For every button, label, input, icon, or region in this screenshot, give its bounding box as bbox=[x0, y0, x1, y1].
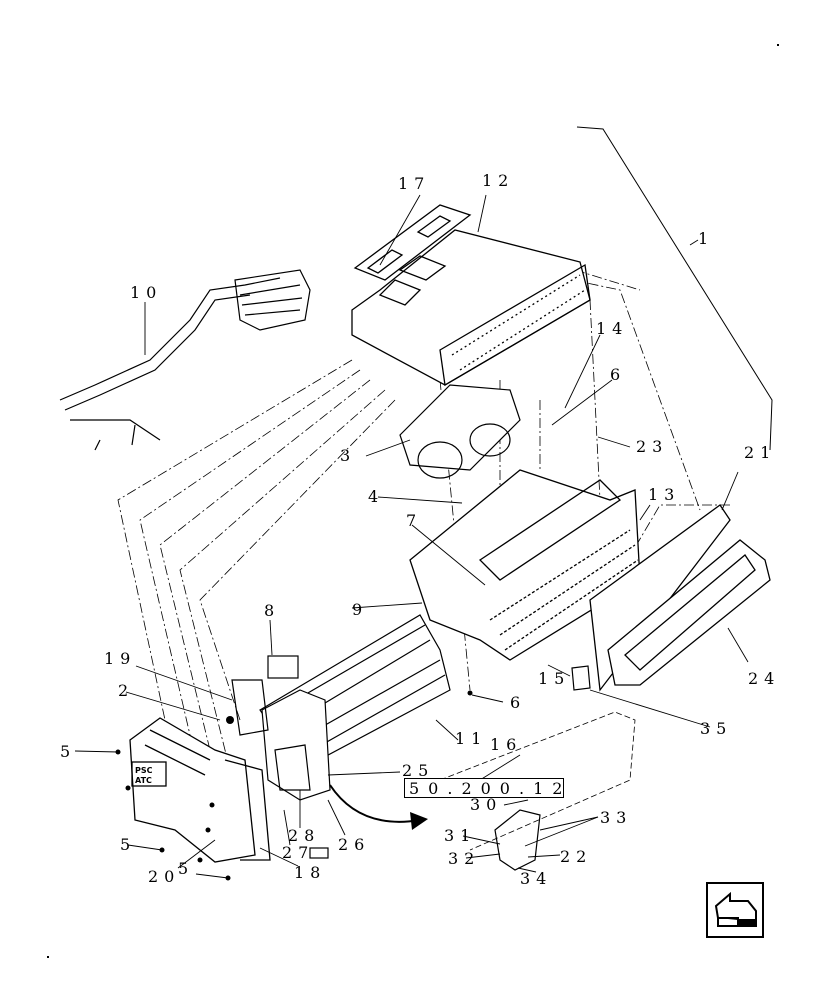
callout-13: 13 bbox=[648, 485, 681, 504]
callout-20: 20 bbox=[148, 867, 181, 886]
block-35 bbox=[571, 665, 591, 691]
detail-arrow bbox=[329, 784, 421, 823]
clamp-19 bbox=[231, 679, 269, 736]
upper-housing bbox=[351, 229, 591, 387]
callout-9: 9 bbox=[352, 600, 369, 619]
reference-link-box[interactable]: 50.200.12 bbox=[404, 778, 564, 798]
control-panel-label-psc: PSC bbox=[135, 766, 153, 775]
corner-mark bbox=[47, 956, 49, 958]
callout-19: 19 bbox=[104, 649, 137, 668]
callout-12: 12 bbox=[482, 171, 515, 190]
callout-23: 23 bbox=[636, 437, 669, 456]
next-page-button[interactable] bbox=[706, 882, 764, 938]
callout-21: 21 bbox=[744, 443, 777, 462]
callout-6b: 6 bbox=[510, 693, 527, 712]
callout-27: 27 bbox=[282, 843, 315, 862]
callout-14: 14 bbox=[596, 319, 629, 338]
callout-8: 8 bbox=[264, 601, 281, 620]
callout-25: 25 bbox=[402, 761, 435, 780]
callout-34: 34 bbox=[520, 869, 553, 888]
callout-16: 16 bbox=[490, 735, 523, 754]
callout-11: 11 bbox=[455, 729, 488, 748]
next-page-arrow-icon bbox=[714, 891, 757, 927]
callout-17: 17 bbox=[398, 174, 431, 193]
leader-lines bbox=[74, 194, 749, 879]
sensor-assembly bbox=[494, 809, 541, 871]
corner-mark bbox=[777, 44, 779, 46]
duct-outline bbox=[439, 711, 636, 851]
control-panel bbox=[129, 717, 271, 863]
callout-5b: 5 bbox=[120, 835, 137, 854]
callout-31: 31 bbox=[444, 826, 477, 845]
callout-2: 2 bbox=[118, 681, 135, 700]
screws bbox=[115, 690, 473, 881]
callout-32: 32 bbox=[448, 849, 481, 868]
callout-6a: 6 bbox=[610, 365, 627, 384]
actuator-bracket bbox=[261, 689, 331, 801]
callout-3: 3 bbox=[340, 446, 357, 465]
lower-housing bbox=[409, 469, 641, 661]
control-panel-label-atc: ATC bbox=[135, 776, 152, 785]
callout-35: 35 bbox=[700, 719, 733, 738]
callout-7: 7 bbox=[406, 511, 423, 530]
callout-18: 18 bbox=[294, 863, 327, 882]
seal-plate bbox=[353, 204, 472, 281]
callout-1: 1 bbox=[698, 229, 715, 248]
callout-4: 4 bbox=[368, 487, 385, 506]
callout-10: 10 bbox=[130, 283, 163, 302]
callout-5a: 5 bbox=[60, 742, 77, 761]
callout-28: 28 bbox=[288, 826, 321, 845]
callout-24: 24 bbox=[748, 669, 781, 688]
connector-8 bbox=[267, 655, 299, 679]
item-1-bracket bbox=[576, 126, 773, 451]
callout-30: 30 bbox=[470, 795, 503, 814]
blower-assembly bbox=[399, 384, 521, 479]
clip-27 bbox=[309, 847, 329, 859]
callout-5c: 5 bbox=[178, 859, 195, 878]
wiring-harness bbox=[59, 269, 311, 451]
callout-22: 22 bbox=[560, 847, 593, 866]
filter-frame bbox=[589, 504, 771, 692]
callout-33: 33 bbox=[600, 808, 633, 827]
callout-15: 15 bbox=[538, 669, 571, 688]
callout-26: 26 bbox=[338, 835, 371, 854]
